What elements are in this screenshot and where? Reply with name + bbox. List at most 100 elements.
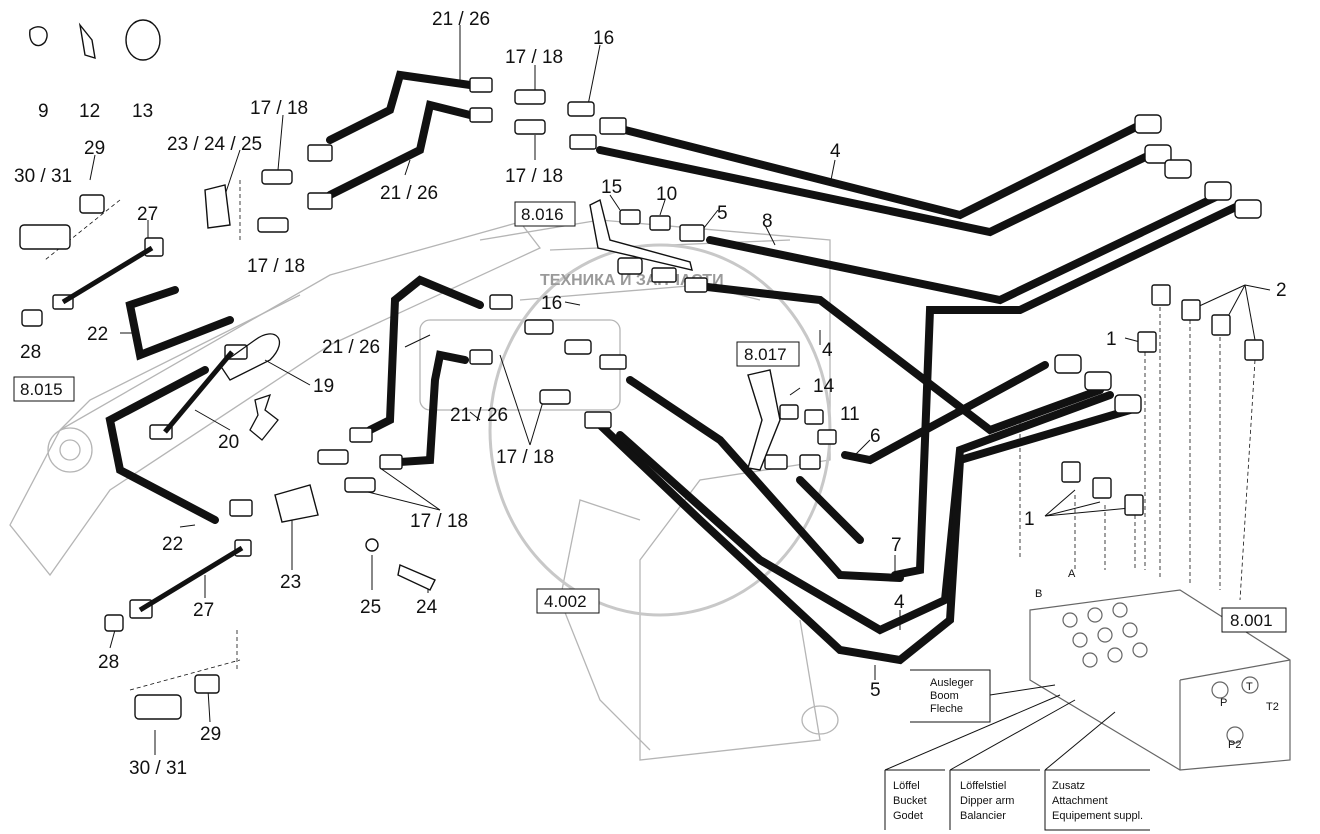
- part-label: 7: [891, 535, 902, 556]
- hose-22-low: [105, 366, 219, 524]
- hose-6: [841, 361, 1049, 465]
- leader-lines: [34, 25, 1271, 771]
- legend-frames: [884, 669, 1150, 831]
- legend-dipper-2: Balancier: [960, 810, 1006, 822]
- legend-attachment-1: Attachment: [1052, 795, 1108, 807]
- legend-dipper-1: Dipper arm: [960, 795, 1014, 807]
- legend-attachment-0: Zusatz: [1052, 780, 1085, 792]
- part-number-labels: 9 12 13 21 / 26 17 / 18 16 17 / 18 23 / …: [14, 9, 1287, 779]
- part-label: 29: [200, 724, 221, 745]
- ref-8001-label: 8.001: [1230, 611, 1273, 630]
- part-label: 27: [137, 204, 158, 225]
- part-label: 21 / 26: [322, 337, 380, 358]
- part-label: 4: [822, 340, 833, 361]
- cylinder-parts: [219, 333, 281, 441]
- ref-8015-label: 8.015: [20, 380, 63, 399]
- port-label: A: [1068, 568, 1076, 580]
- hose-4-top: [621, 121, 1144, 220]
- part-label: 28: [98, 652, 119, 673]
- part-label: 28: [20, 342, 41, 363]
- part-label: 17 / 18: [505, 166, 563, 187]
- ref-8001-box[interactable]: [1221, 607, 1287, 633]
- hose-5-low: [596, 406, 1134, 665]
- part-label: 24: [416, 597, 438, 618]
- ref-8017-box[interactable]: [736, 341, 800, 367]
- hose-5-top: [596, 146, 1164, 237]
- port-label: P: [1220, 697, 1227, 709]
- legend-bucket-1: Bucket: [893, 795, 927, 807]
- part-label: 23: [280, 572, 301, 593]
- hose-22-top: [125, 286, 234, 361]
- hose-21-26-top: [326, 70, 474, 144]
- part-label: 17 / 18: [505, 47, 563, 68]
- hoses: [105, 70, 1244, 665]
- part-label: 1: [1106, 329, 1117, 350]
- part-label: 5: [717, 203, 728, 224]
- reference-labels: 8.016 8.015 8.017 4.002 8.001: [20, 205, 1273, 630]
- part-label: 16: [593, 28, 614, 49]
- legend-bucket-2: Godet: [893, 810, 923, 822]
- legend-boom-1: Boom: [930, 690, 959, 702]
- part-label: 25: [360, 597, 381, 618]
- part-label: 17 / 18: [250, 98, 308, 119]
- part-label: 23 / 24 / 25: [167, 134, 262, 155]
- part-label: 21 / 26: [432, 9, 490, 30]
- part-label: 11: [840, 404, 860, 425]
- dashed-guides: [44, 180, 1256, 691]
- part-label: 6: [870, 426, 881, 447]
- part-label: 10: [656, 184, 677, 205]
- fittings: [19, 19, 1264, 720]
- part-label: 4: [894, 592, 905, 613]
- part-label: 30 / 31: [14, 166, 72, 187]
- part-label: 2: [1276, 280, 1287, 301]
- part-label: 17 / 18: [247, 256, 305, 277]
- legend-texts: Ausleger Boom Fleche Löffel Bucket Godet…: [893, 677, 1143, 822]
- part-label: 16: [541, 293, 562, 314]
- control-valve-block: [1029, 589, 1291, 771]
- part-label: 15: [601, 177, 622, 198]
- hose-21-26-left: [366, 275, 484, 434]
- port-label: T: [1246, 681, 1253, 693]
- hose-8: [706, 191, 1224, 305]
- part-label: 14: [813, 376, 835, 397]
- ref-4002-box[interactable]: [536, 588, 600, 614]
- hose-4-low: [616, 391, 1114, 635]
- legend-boom-2: Fleche: [930, 703, 963, 715]
- port-label: T2: [1266, 701, 1279, 713]
- legend-dipper-0: Löffelstiel: [960, 780, 1006, 792]
- legend-bucket-0: Löffel: [893, 780, 920, 792]
- port-label: B: [1035, 588, 1042, 600]
- part-label: 20: [218, 432, 239, 453]
- part-label: 4: [830, 141, 841, 162]
- ref-8016-box[interactable]: [514, 201, 576, 227]
- part-label: 13: [132, 101, 153, 122]
- part-label: 17 / 18: [496, 447, 554, 468]
- hose-7: [626, 376, 904, 582]
- reference-boxes: [13, 201, 1287, 633]
- ref-8016-label: 8.016: [521, 205, 564, 224]
- hose-4-mid: [686, 281, 1104, 435]
- hose-8017: [796, 476, 864, 544]
- ref-4002-label: 4.002: [544, 592, 587, 611]
- hose-21-26-mid: [326, 100, 474, 199]
- part-label: 1: [1024, 509, 1035, 530]
- hose-2nd-right: [891, 201, 1244, 579]
- ref-8017-label: 8.017: [744, 345, 787, 364]
- part-label: 19: [313, 376, 334, 397]
- legend-boom-0: Ausleger: [930, 677, 974, 689]
- part-label: 22: [87, 324, 108, 345]
- port-label: P2: [1228, 739, 1241, 751]
- part-label: 8: [762, 211, 773, 232]
- part-label: 21 / 26: [380, 183, 438, 204]
- ref-8015-box[interactable]: [13, 376, 75, 402]
- legend-attachment-2: Equipement suppl.: [1052, 810, 1143, 822]
- part-label: 12: [79, 101, 100, 122]
- part-label: 27: [193, 600, 214, 621]
- part-label: 21 / 26: [450, 405, 508, 426]
- part-label: 17 / 18: [410, 511, 468, 532]
- watermark-text: ТЕХНИКА И ЗАПЧАСТИ: [540, 272, 724, 289]
- part-label: 5: [870, 680, 881, 701]
- part-label: 29: [84, 138, 105, 159]
- part-label: 9: [38, 101, 49, 122]
